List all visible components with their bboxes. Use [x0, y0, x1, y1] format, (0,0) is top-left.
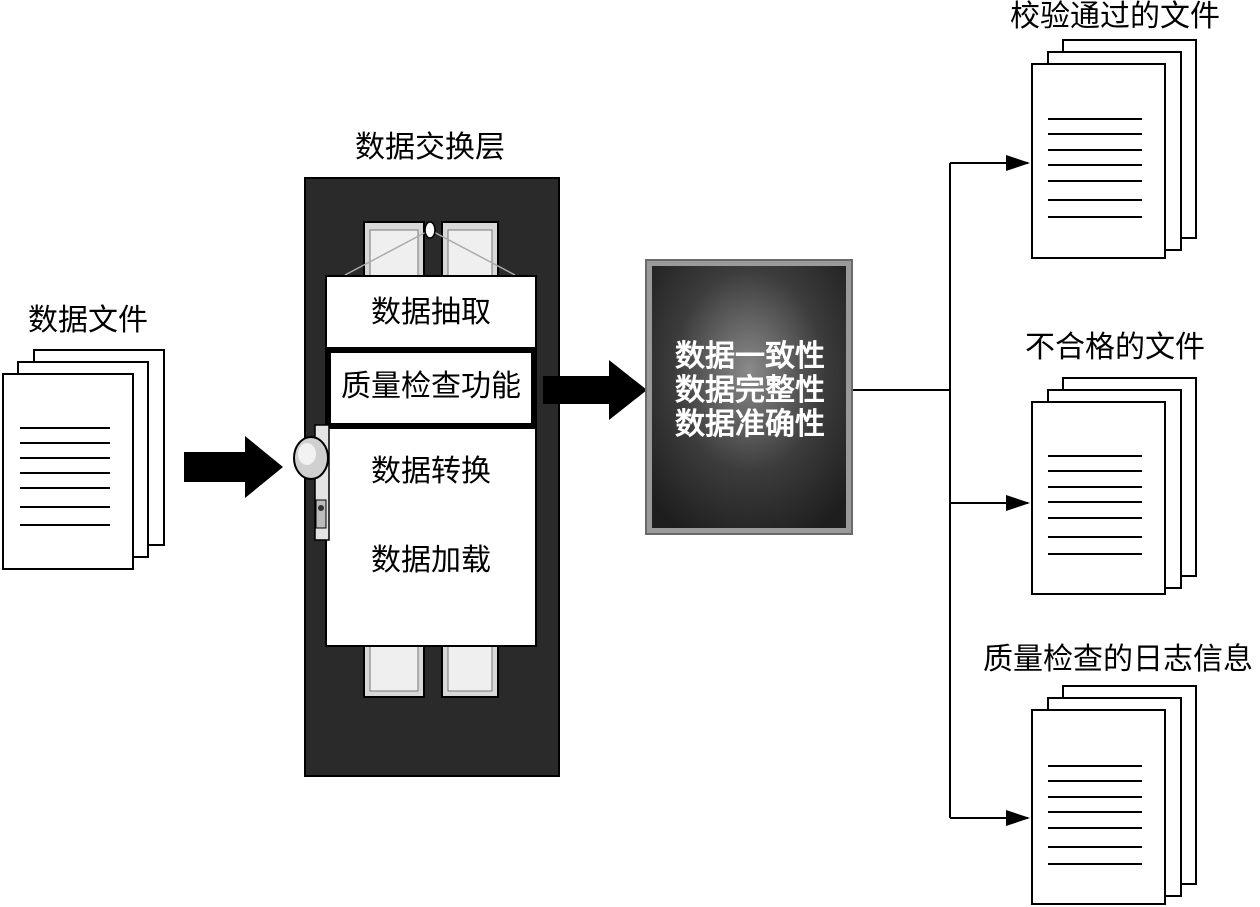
source-label: 数据文件: [28, 303, 148, 338]
step-load: 数据加载: [371, 543, 491, 578]
output-connectors: [853, 155, 1030, 826]
exchange-layer-title: 数据交换层: [355, 130, 505, 165]
output-label-failed: 不合格的文件: [1025, 330, 1205, 365]
output-label-log: 质量检查的日志信息: [983, 642, 1253, 677]
check-accuracy: 数据准确性: [675, 407, 825, 442]
checks-box: [645, 259, 853, 535]
check-consistency: 数据一致性: [675, 339, 825, 374]
step-extract: 数据抽取: [371, 295, 491, 330]
step-transform: 数据转换: [371, 454, 491, 489]
quality-arrow: [543, 360, 647, 420]
output-label-passed: 校验通过的文件: [1010, 0, 1220, 34]
exchange-layer-panel: [293, 177, 560, 777]
check-completeness: 数据完整性: [675, 373, 825, 408]
output-stack-failed: [1031, 377, 1197, 595]
source-document-stack: [2, 349, 165, 570]
checks-text: 数据一致性 数据完整性 数据准确性: [648, 340, 852, 442]
output-stack-log: [1031, 685, 1197, 905]
input-arrow: [184, 436, 283, 498]
step-quality-check: 质量检查功能: [341, 369, 521, 404]
output-stack-passed: [1031, 39, 1197, 259]
